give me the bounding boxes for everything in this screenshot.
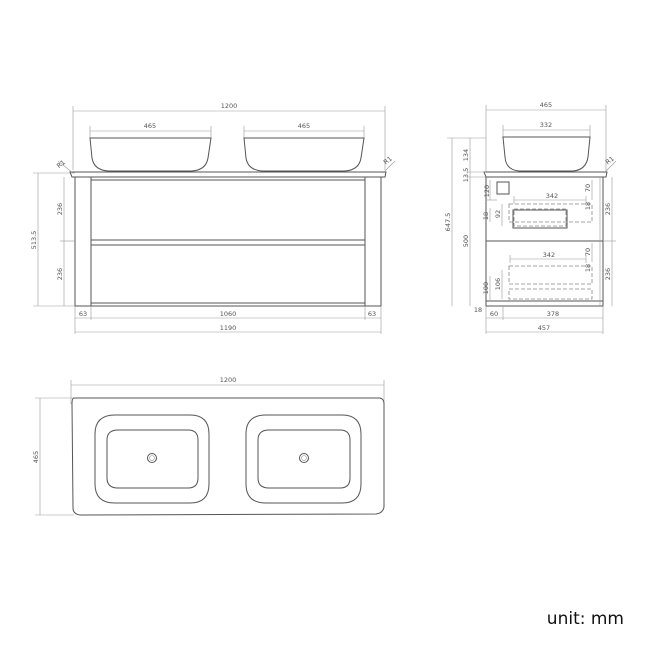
side-depth-label: 465 [540, 101, 552, 109]
drain-right-icon [299, 453, 309, 463]
front-width-label: 1200 [221, 102, 238, 110]
side-w342-top-label: 342 [546, 192, 558, 200]
side-view: 465 332 R1 647.5 134 13.5 500 120 [444, 101, 617, 334]
front-view: 1200 465 465 R1 R1 513.5 236 [30, 102, 396, 334]
side-drawer-bottom-height-label: 236 [604, 268, 612, 280]
side-h106-label: 106 [494, 278, 502, 290]
side-overall-height-label: 647.5 [444, 213, 452, 232]
basin-right [243, 137, 365, 172]
top-worktop [71, 397, 385, 516]
unit-label: unit: mm [547, 609, 624, 629]
side-h18-left-label: 18 [482, 212, 490, 220]
side-left-label: 63 [79, 310, 87, 318]
side-basin [502, 136, 591, 172]
side-h92-label: 92 [494, 210, 502, 218]
side-h18-bottom-label: 18 [584, 264, 592, 272]
side-body-depth-label: 457 [538, 324, 550, 332]
side-drawer-top-height-label: 236 [604, 203, 612, 215]
side-top-thickness-label: 13.5 [462, 168, 470, 182]
top-view: 1200 465 [32, 376, 385, 516]
side-h18-base-label: 18 [474, 306, 482, 314]
side-body-height-label: 500 [462, 235, 470, 247]
side-h70-top-label: 70 [584, 184, 592, 192]
drain-left-icon [147, 453, 157, 463]
side-right-label: 63 [368, 310, 376, 318]
cabinet-height-label: 513.5 [30, 231, 38, 250]
radius-left-label: R1 [55, 158, 67, 170]
side-basin-height-label: 134 [462, 149, 470, 161]
side-h18-top-label: 18 [584, 202, 592, 210]
side-radius-label: R1 [604, 155, 616, 167]
cabinet-width-label: 1190 [220, 324, 237, 332]
cabinet-body [74, 176, 382, 307]
top-depth-label: 465 [32, 451, 40, 463]
drawer-bottom-height-label: 236 [56, 268, 64, 280]
side-w378-label: 378 [547, 310, 559, 318]
top-width-label: 1200 [220, 376, 237, 384]
worktop-side [483, 171, 608, 178]
side-basin-depth-label: 332 [540, 121, 552, 129]
side-h70-bottom-label: 70 [584, 248, 592, 256]
side-w342-bottom-label: 342 [543, 251, 555, 259]
radius-right-label: R1 [382, 155, 394, 167]
top-basin-right [245, 414, 362, 504]
basin-left [89, 137, 212, 172]
top-basin-left [94, 414, 210, 504]
drawer-top [90, 179, 366, 241]
worktop-front [69, 171, 387, 178]
side-w60-label: 60 [490, 310, 498, 318]
drawer-bottom [90, 244, 366, 304]
drawer-width-label: 1060 [220, 310, 237, 318]
basin-right-width-label: 465 [298, 122, 310, 130]
side-h100-label: 100 [482, 282, 490, 294]
basin-left-width-label: 465 [144, 122, 156, 130]
drawer-top-height-label: 236 [56, 203, 64, 215]
side-h120-label: 120 [483, 185, 491, 197]
